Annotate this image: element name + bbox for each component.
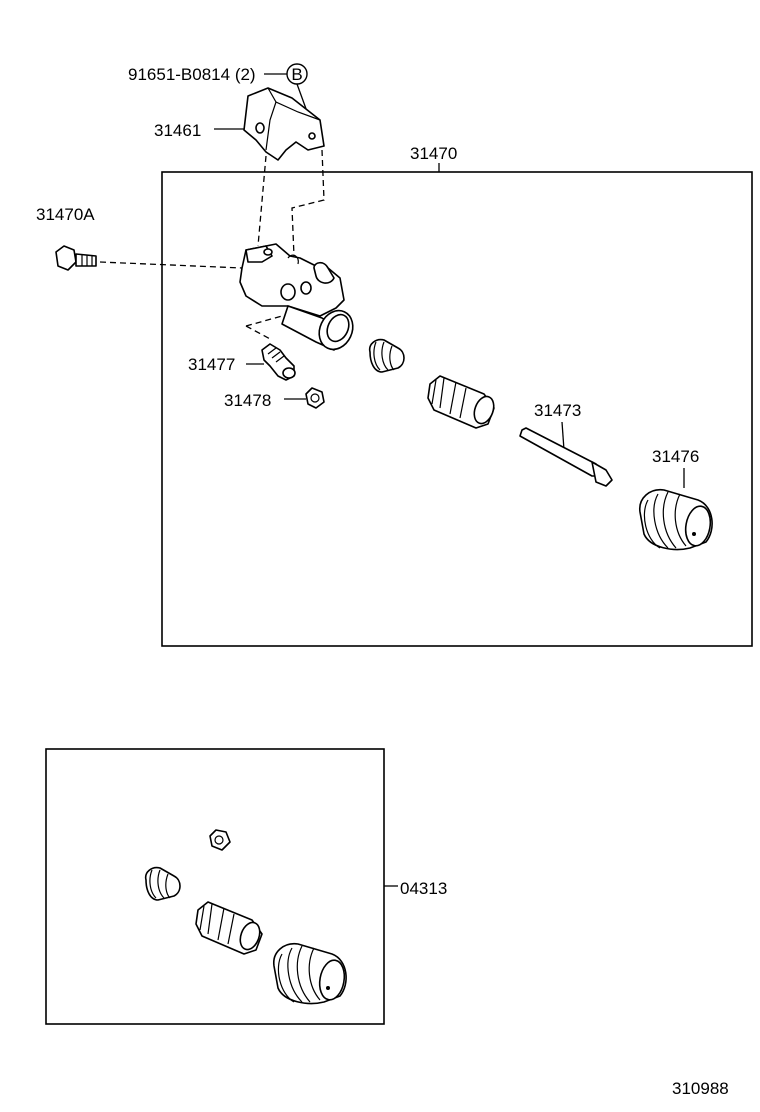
bleeder-screw-31477	[261, 343, 296, 381]
ref-marker-b: B	[286, 63, 308, 85]
label-31461[interactable]: 31461	[154, 121, 201, 140]
label-31470a[interactable]: 31470A	[36, 205, 95, 224]
clutch-cylinder-body	[239, 243, 354, 351]
kit-piston	[195, 901, 263, 955]
label-31473[interactable]: 31473	[534, 401, 581, 420]
kit-boot	[273, 942, 347, 1005]
piston	[427, 375, 495, 429]
kit-cap	[209, 829, 231, 851]
assembly-box-31470	[161, 171, 753, 647]
svg-text:B: B	[291, 65, 302, 84]
kit-small-boot	[144, 866, 181, 901]
bracket-31461	[243, 87, 325, 161]
small-boot	[368, 338, 405, 373]
label-31476[interactable]: 31476	[652, 447, 699, 466]
figure-id: 310988	[672, 1079, 729, 1098]
boot-31476	[639, 488, 713, 551]
label-31477[interactable]: 31477	[188, 355, 235, 374]
push-rod-31473	[519, 427, 613, 487]
label-04313[interactable]: 04313	[400, 879, 447, 898]
bolt-31470a	[55, 245, 97, 271]
bleeder-cap-31478	[305, 387, 325, 409]
label-bolt-ref[interactable]: 91651-B0814 (2)	[128, 65, 256, 84]
label-31470[interactable]: 31470	[410, 144, 457, 163]
label-31478[interactable]: 31478	[224, 391, 271, 410]
